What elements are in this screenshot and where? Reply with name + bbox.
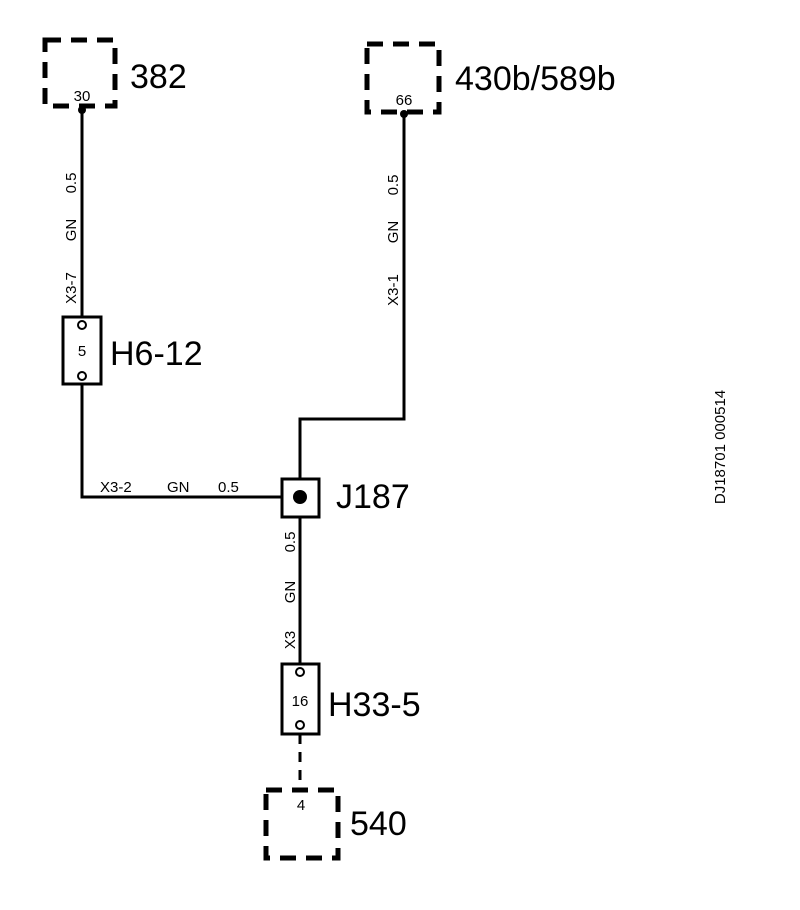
wire-connector: X3-1 (385, 274, 402, 306)
wire-connector: X3 (282, 631, 299, 649)
wire-color: GN (385, 221, 402, 244)
wire-connector: X3-2 (100, 479, 132, 496)
pin-hole (77, 371, 87, 381)
document-id: DJ18701 000514 (712, 390, 729, 504)
wire-color: GN (282, 581, 299, 604)
wire-h6-12-to-j187 (80, 378, 282, 499)
splice-j187-dot (293, 490, 307, 504)
wire-color: GN (167, 479, 190, 496)
wire-label-w4: 0.5 GN X3 (282, 532, 299, 650)
wire-label-w2: 0.5 GN X3-1 (385, 175, 402, 306)
wire-connector: X3-7 (63, 272, 80, 304)
component-430b-589b: 66 430b/589b (364, 41, 616, 115)
wire-size: 0.5 (282, 532, 299, 553)
wire-size: 0.5 (218, 479, 239, 496)
connector-h6-12-pin: 5 (78, 343, 86, 360)
component-382-pin: 30 (74, 88, 91, 105)
pin-hole (77, 320, 87, 330)
wire-label-w1: 0.5 GN X3-7 (63, 173, 80, 304)
component-540-label: 540 (350, 805, 407, 843)
component-430b-589b-box (364, 41, 442, 115)
terminal-dot (400, 110, 408, 118)
splice-j187-label: J187 (336, 478, 410, 516)
wire-color: GN (63, 219, 80, 242)
wires (80, 110, 406, 668)
connector-h33-5-label: H33-5 (328, 686, 421, 724)
component-382: 30 382 (42, 37, 187, 109)
component-382-label: 382 (130, 58, 187, 96)
component-382-box (42, 37, 118, 109)
component-430b-589b-pin: 66 (396, 92, 413, 109)
pin-hole (295, 667, 305, 677)
component-540-pin: 4 (297, 797, 305, 814)
component-540: 4 540 (263, 787, 407, 861)
connector-h33-5-pin: 16 (292, 693, 309, 710)
connector-h33-5: 16 H33-5 (280, 662, 421, 736)
connector-h6-12: 5 H6-12 (61, 315, 203, 386)
connector-h6-12-label: H6-12 (110, 335, 203, 373)
wire-size: 0.5 (63, 173, 80, 194)
pin-hole (295, 720, 305, 730)
wire-430b-to-j187 (298, 114, 406, 480)
wire-terminals (78, 106, 408, 118)
wire-size: 0.5 (385, 175, 402, 196)
component-540-box (263, 787, 341, 861)
wire-label-w3: X3-2 GN 0.5 (100, 479, 239, 496)
splice-j187: J187 (280, 477, 410, 519)
component-430b-589b-label: 430b/589b (455, 60, 616, 98)
terminal-dot (78, 106, 86, 114)
